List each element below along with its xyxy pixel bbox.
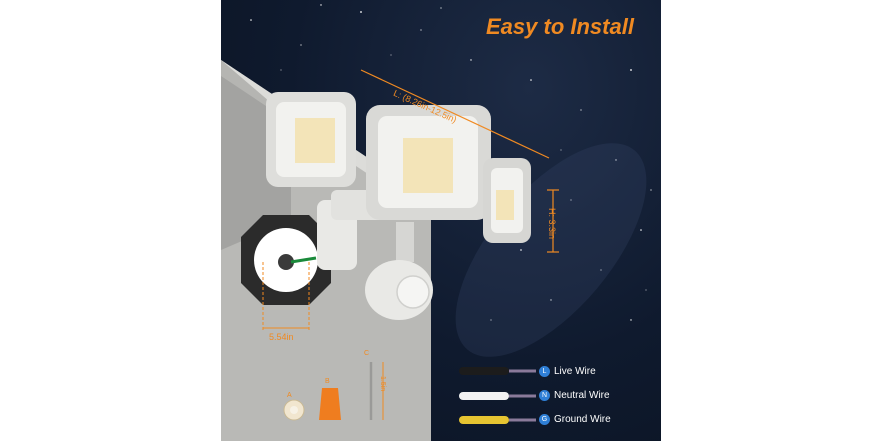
wire-label: Live Wire bbox=[554, 365, 596, 377]
light-head-center bbox=[366, 105, 491, 220]
length-dimension-line bbox=[360, 69, 550, 159]
wire-letter-badge: G bbox=[539, 413, 550, 425]
wire-illustrations bbox=[459, 367, 536, 424]
part-label-a: A bbox=[287, 392, 292, 399]
headline: Easy to Install bbox=[486, 14, 634, 39]
wire-legend-item-neutral: N Neutral Wire bbox=[539, 386, 659, 404]
wire-legend-item-ground: G Ground Wire bbox=[539, 410, 659, 428]
wire-legend-item-live: L Live Wire bbox=[539, 362, 659, 380]
wire-label: Ground Wire bbox=[554, 413, 611, 425]
wire-letter-badge: N bbox=[539, 389, 550, 401]
base-width-label: 5.54in bbox=[269, 332, 294, 342]
wire-nut-part bbox=[319, 388, 341, 420]
part-label-b: B bbox=[325, 378, 330, 385]
height-dimension-label: H: 3.3in bbox=[547, 208, 557, 240]
product-image-panel: Easy to Install L: (8.26in-12.5in) H: 3.… bbox=[221, 0, 661, 441]
wire-letter-badge: L bbox=[539, 365, 550, 377]
light-head-left bbox=[266, 92, 356, 187]
wire-label: Neutral Wire bbox=[554, 389, 610, 401]
wire-legend: L Live Wire N Neutral Wire G Ground Wire bbox=[539, 362, 659, 428]
part-label-c: C bbox=[364, 350, 370, 357]
screw-length-label: 1.5in bbox=[379, 376, 386, 392]
installation-illustration bbox=[221, 4, 652, 441]
light-head-right bbox=[483, 158, 531, 243]
